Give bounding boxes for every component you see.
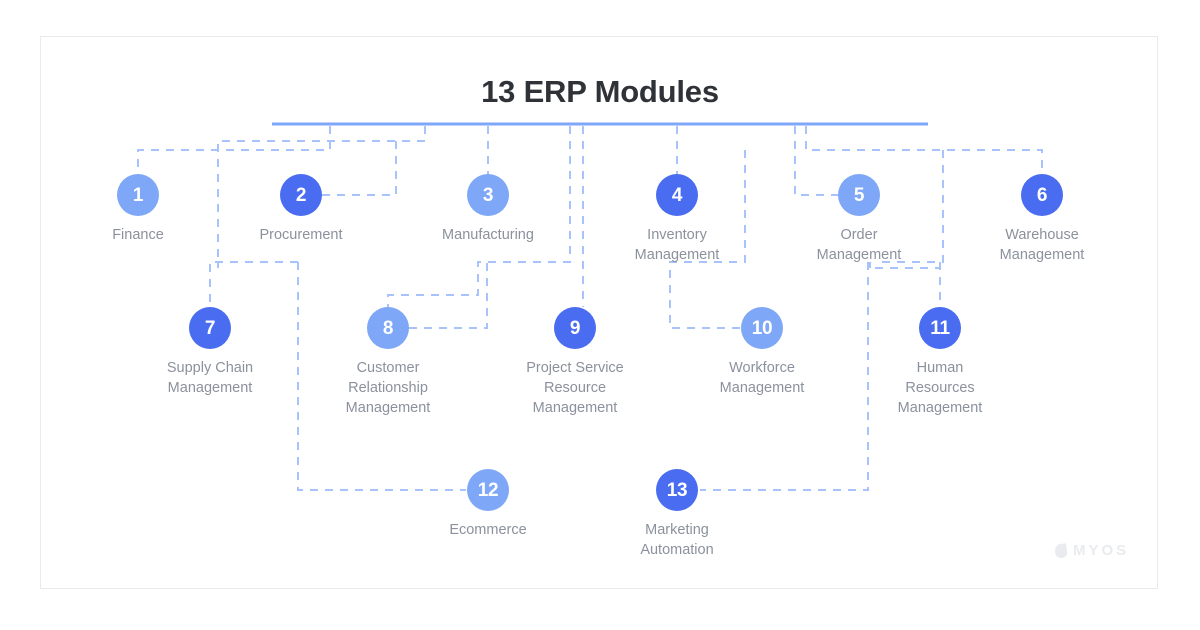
module-label: Inventory Management	[634, 227, 720, 263]
page-title: 13 ERP Modules	[481, 74, 719, 109]
module-label: Customer Relationship Management	[345, 360, 431, 416]
module-number-badge: 5	[838, 174, 880, 216]
module-number-badge: 6	[1021, 174, 1063, 216]
module-label: Human Resources Management	[897, 360, 983, 416]
module-label: Warehouse Management	[999, 227, 1085, 263]
module-number-badge: 9	[554, 307, 596, 349]
module-label: Procurement	[259, 227, 343, 243]
module-number-badge: 11	[919, 307, 961, 349]
module-label: Workforce Management	[719, 360, 805, 396]
brand-logo: MYOS	[1054, 542, 1130, 559]
module-number-badge: 10	[741, 307, 783, 349]
module-label: Marketing Automation	[640, 522, 714, 558]
droplet-icon	[1054, 542, 1068, 559]
module-number-badge: 13	[656, 469, 698, 511]
module-number-badge: 4	[656, 174, 698, 216]
module-label: Order Management	[816, 227, 902, 263]
module-label: Supply Chain Management	[166, 360, 254, 396]
module-number-badge: 3	[467, 174, 509, 216]
module-number-badge: 1	[117, 174, 159, 216]
module-label: Project Service Resource Management	[526, 360, 624, 416]
logo-wordmark: MYOS	[1073, 542, 1130, 559]
module-label: Finance	[112, 227, 164, 243]
module-number-badge: 12	[467, 469, 509, 511]
module-number-badge: 7	[189, 307, 231, 349]
module-label: Manufacturing	[442, 227, 534, 243]
module-number-badge: 2	[280, 174, 322, 216]
module-number-badge: 8	[367, 307, 409, 349]
module-label: Ecommerce	[449, 522, 527, 538]
